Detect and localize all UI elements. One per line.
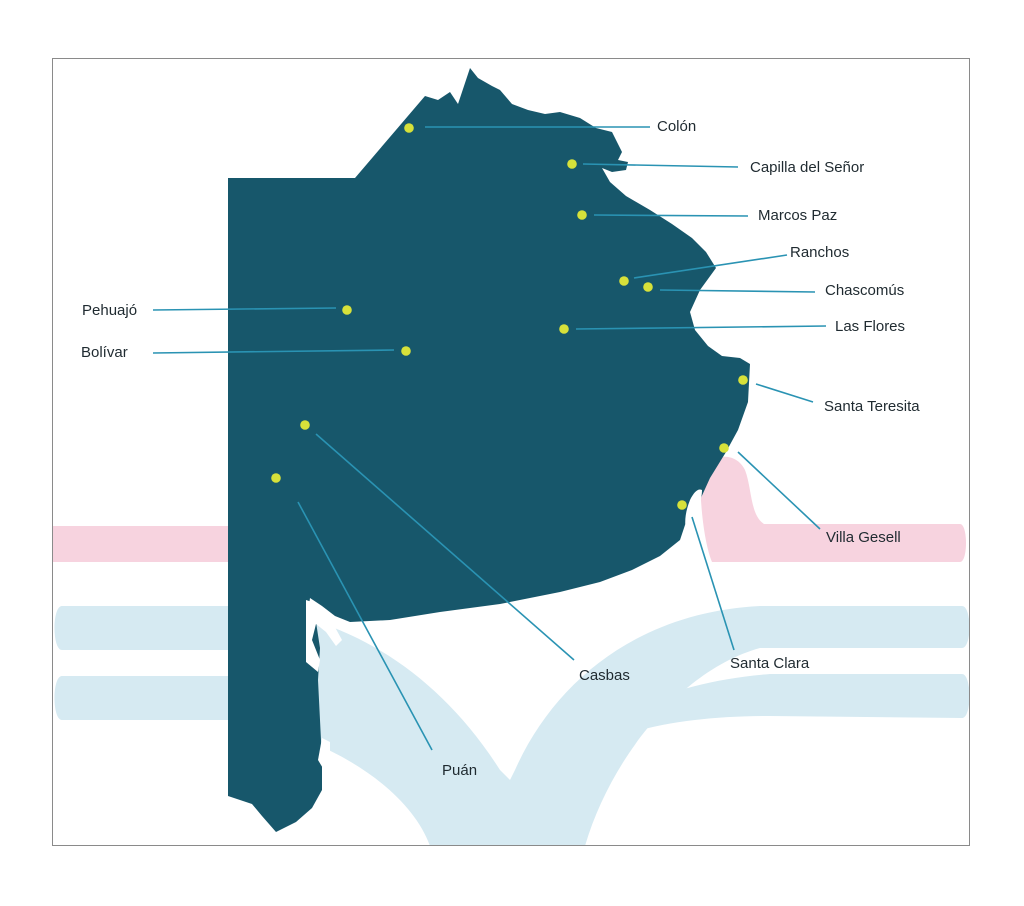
marker-ranchos[interactable] <box>619 276 629 286</box>
marker-pehuajo[interactable] <box>342 305 352 315</box>
leader-line-puan <box>297 501 433 751</box>
southern-inlet <box>306 600 342 672</box>
label-bolivar: Bolívar <box>81 344 128 361</box>
leader-line-bolivar <box>152 349 395 354</box>
label-puan: Puán <box>442 762 477 779</box>
leader-line-casbas <box>315 433 575 661</box>
marker-las-flores[interactable] <box>559 324 569 334</box>
leader-line-capilla-del-senor <box>582 163 739 168</box>
marker-capilla-del-senor[interactable] <box>567 159 577 169</box>
label-colon: Colón <box>657 118 696 135</box>
leader-line-chascomus <box>659 289 816 293</box>
label-ranchos: Ranchos <box>790 244 849 261</box>
blue-band-lower-right <box>585 674 969 745</box>
marker-casbas[interactable] <box>300 420 310 430</box>
blue-band-upper-right <box>505 606 969 845</box>
leader-lines <box>152 126 827 751</box>
marker-colon[interactable] <box>404 123 414 133</box>
marker-santa-clara[interactable] <box>677 500 687 510</box>
marker-bolivar[interactable] <box>401 346 411 356</box>
label-chascomus: Chascomús <box>825 282 904 299</box>
marker-chascomus[interactable] <box>643 282 653 292</box>
leader-line-pehuajo <box>152 307 337 311</box>
label-capilla-del-senor: Capilla del Señor <box>750 159 864 176</box>
label-marcos-paz: Marcos Paz <box>758 207 837 224</box>
blue-band-center <box>440 785 585 845</box>
label-pehuajo: Pehuajó <box>82 302 137 319</box>
coast-inlet <box>685 489 702 532</box>
leader-line-santa-teresita <box>755 383 814 403</box>
label-santa-clara: Santa Clara <box>730 655 810 672</box>
marker-villa-gesell[interactable] <box>719 443 729 453</box>
label-villa-gesell: Villa Gesell <box>826 529 901 546</box>
province-shape <box>228 68 750 832</box>
leader-line-santa-clara <box>691 516 735 651</box>
leader-line-marcos-paz <box>593 214 749 217</box>
southern-islet <box>318 738 330 770</box>
blue-band-lower-left <box>54 676 470 845</box>
label-las-flores: Las Flores <box>835 318 905 335</box>
label-santa-teresita: Santa Teresita <box>824 398 920 415</box>
pink-band-right <box>700 456 966 562</box>
leader-line-villa-gesell <box>737 451 821 530</box>
leader-line-ranchos <box>633 254 788 279</box>
map-frame <box>52 58 970 846</box>
marker-marcos-paz[interactable] <box>577 210 587 220</box>
town-markers <box>271 123 748 510</box>
marker-santa-teresita[interactable] <box>738 375 748 385</box>
pink-band-left <box>53 526 240 562</box>
leader-line-las-flores <box>575 325 827 330</box>
marker-puan[interactable] <box>271 473 281 483</box>
label-casbas: Casbas <box>579 667 630 684</box>
